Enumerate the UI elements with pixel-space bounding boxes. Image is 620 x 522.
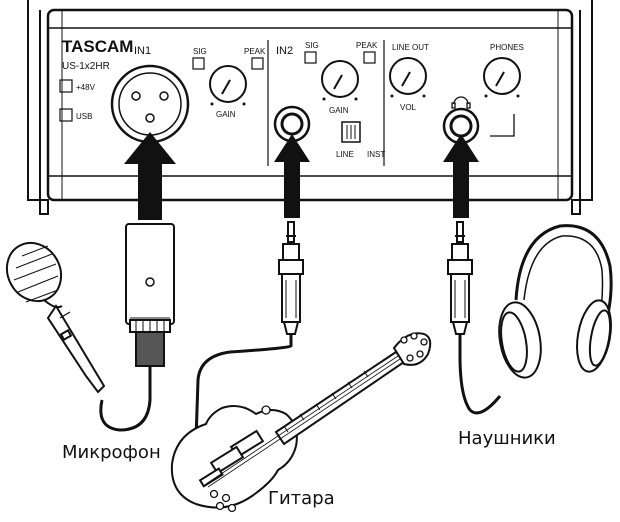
in2-peak-led bbox=[363, 51, 376, 64]
line-out-vol-label: VOL bbox=[400, 103, 417, 112]
phones-title: PHONES bbox=[490, 43, 524, 52]
arrow-guitar bbox=[274, 134, 310, 218]
guitar-jack-plug bbox=[278, 221, 304, 335]
in1-sig-led bbox=[192, 57, 205, 70]
in2-gain-knob[interactable] bbox=[321, 60, 359, 98]
in2-sig-led bbox=[304, 51, 317, 64]
in2-peak-label: PEAK bbox=[356, 41, 378, 50]
mic-cable bbox=[99, 366, 152, 432]
guitar-cable bbox=[194, 334, 293, 441]
switch-inst-label: INST bbox=[367, 150, 385, 159]
line-out-vol-knob[interactable] bbox=[389, 57, 427, 95]
headphone-cable bbox=[458, 334, 502, 415]
xlr-input-jack[interactable] bbox=[110, 64, 190, 144]
usb-label: USB bbox=[76, 112, 92, 121]
in1-gain-knob[interactable] bbox=[209, 65, 247, 103]
model-label: US-1x2HR bbox=[62, 61, 110, 72]
phantom-led bbox=[59, 79, 73, 93]
caption-headphones: Наушники bbox=[458, 428, 556, 449]
in2-sig-label: SIG bbox=[305, 41, 319, 50]
usb-led bbox=[59, 108, 73, 122]
arrow-microphone bbox=[124, 132, 176, 220]
headphone-jack-plug bbox=[447, 221, 473, 335]
in1-title: IN1 bbox=[134, 45, 151, 57]
phantom-label: +48V bbox=[76, 83, 96, 92]
in2-gain-label: GAIN bbox=[329, 106, 349, 115]
in1-peak-led bbox=[251, 57, 264, 70]
arrow-headphones bbox=[443, 134, 479, 218]
caption-microphone: Микрофон bbox=[62, 442, 161, 463]
in1-sig-label: SIG bbox=[193, 47, 207, 56]
switch-line-label: LINE bbox=[336, 150, 354, 159]
microphone-icon bbox=[5, 241, 106, 394]
in2-title: IN2 bbox=[276, 45, 293, 57]
headphones-icon bbox=[451, 96, 471, 109]
line-inst-switch[interactable] bbox=[341, 121, 361, 143]
audio-interface bbox=[27, 0, 593, 215]
guitar-icon bbox=[170, 332, 432, 513]
in1-gain-label: GAIN bbox=[216, 110, 236, 119]
line-out-title: LINE OUT bbox=[392, 43, 429, 52]
phones-level-knob[interactable] bbox=[483, 57, 521, 95]
brand-logo: TASCAM bbox=[62, 37, 133, 56]
headphones-icon bbox=[498, 224, 613, 379]
caption-guitar: Гитара bbox=[268, 488, 335, 509]
in1-peak-label: PEAK bbox=[244, 47, 266, 56]
xlr-plug bbox=[125, 223, 175, 367]
